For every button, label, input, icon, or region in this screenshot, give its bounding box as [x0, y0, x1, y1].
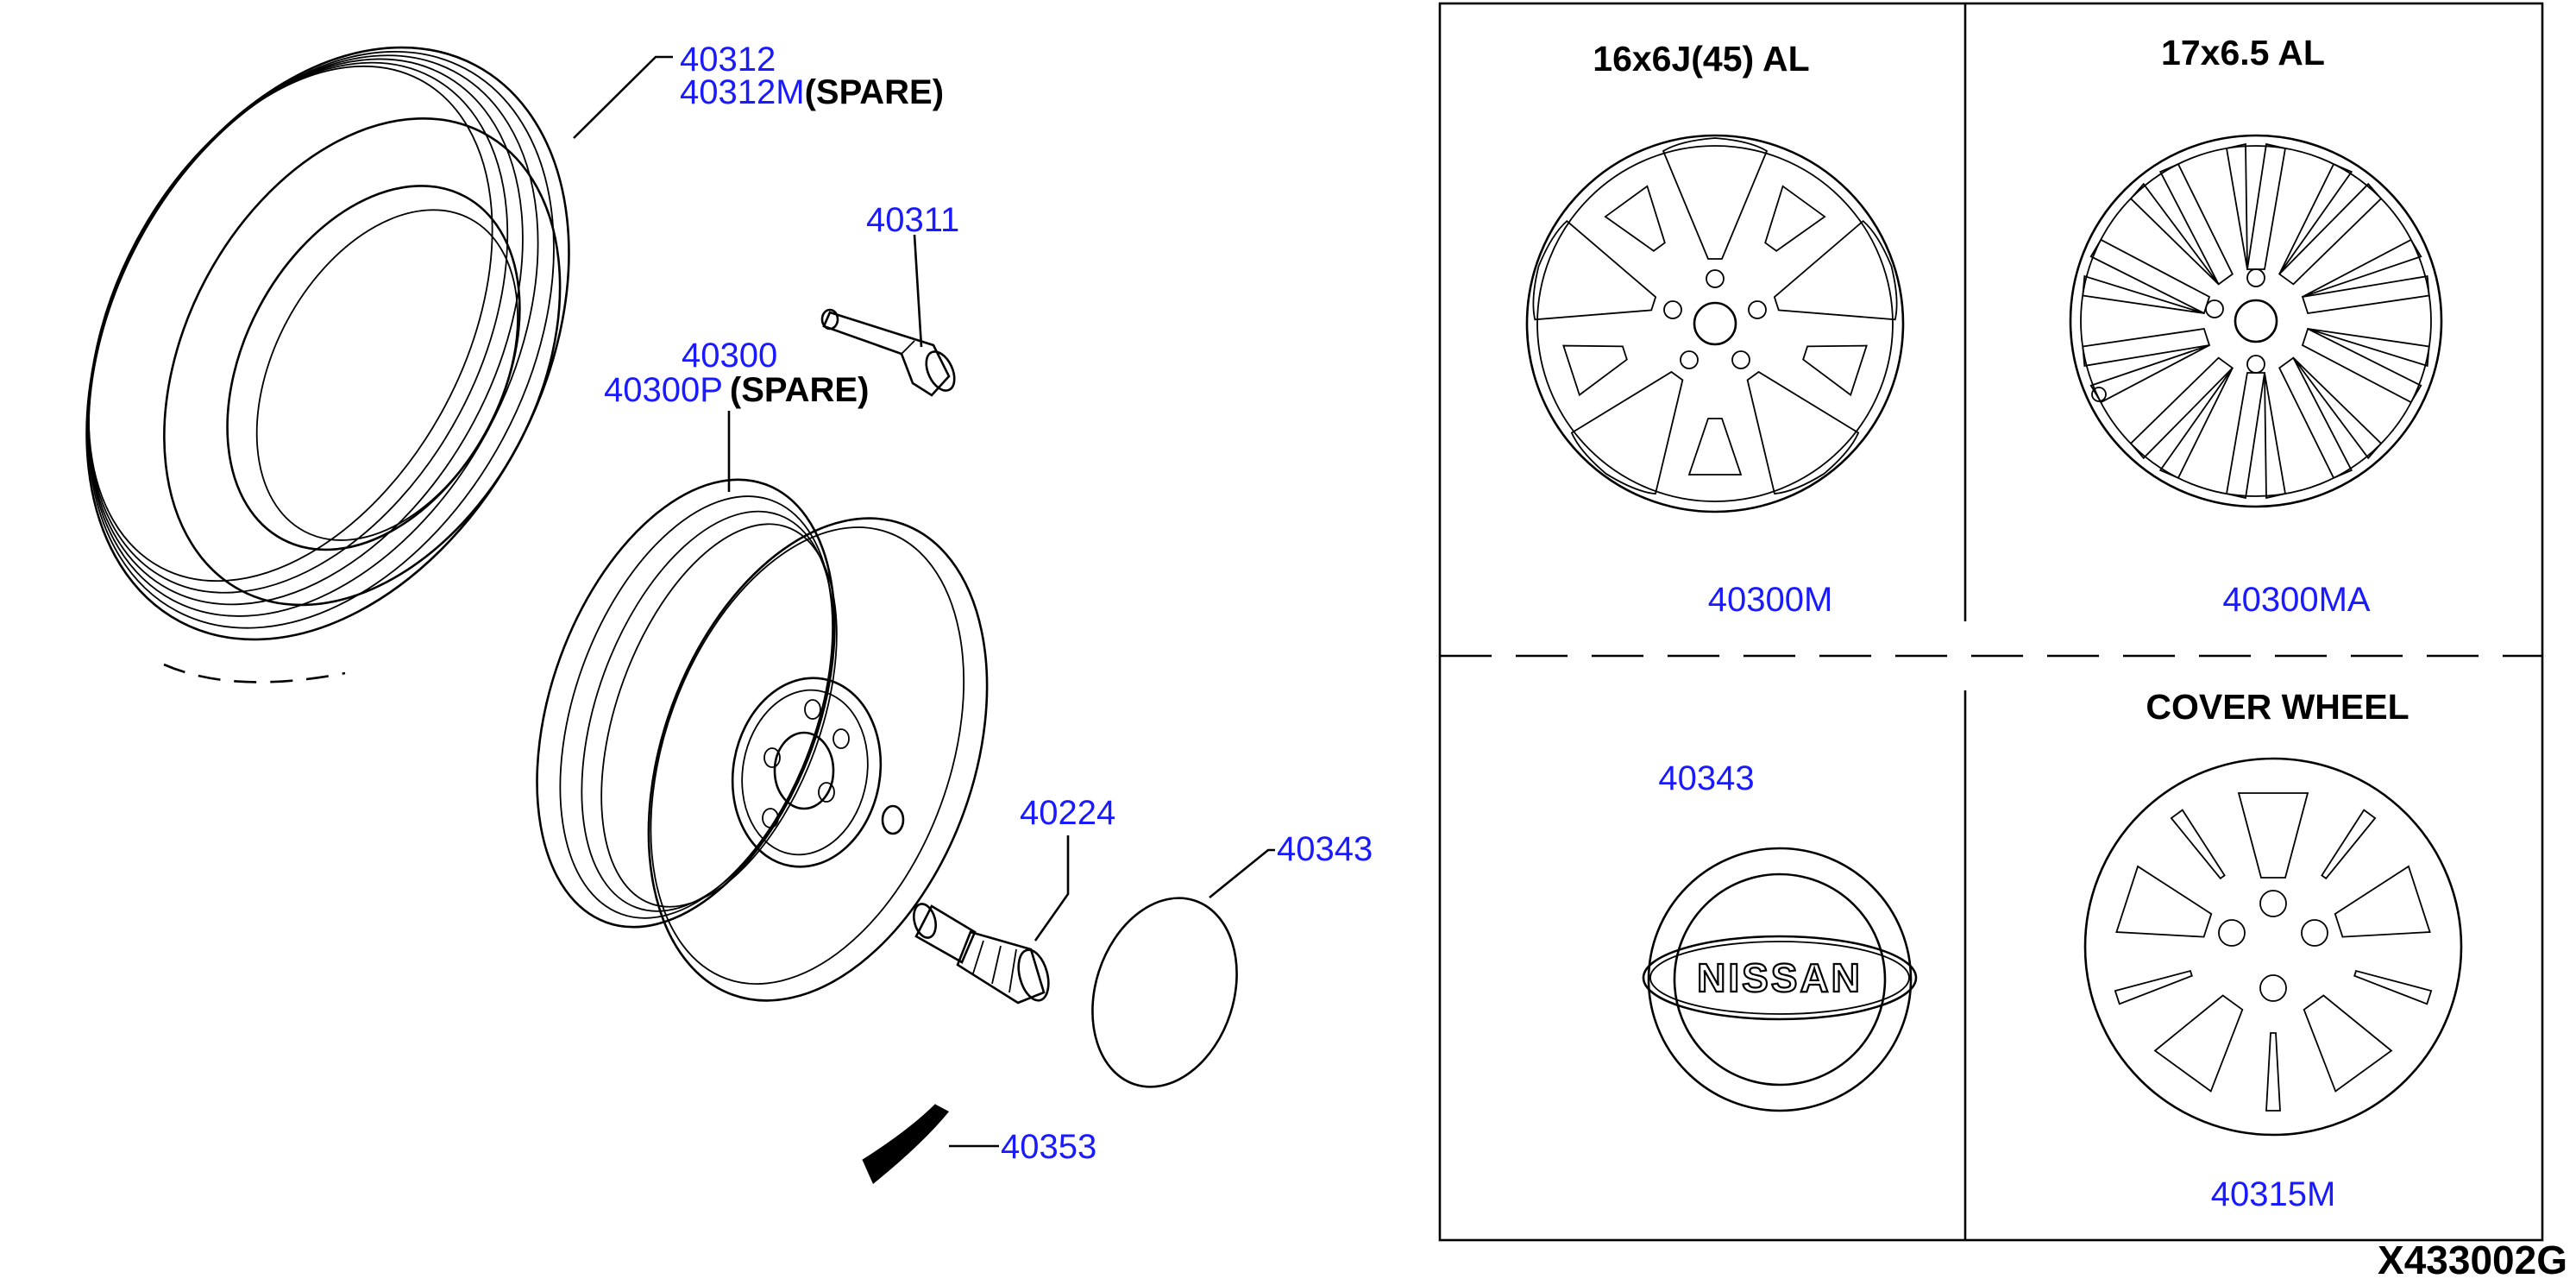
alloy-17-wheel-illustration [2069, 134, 2443, 508]
cap-leader [1209, 848, 1275, 899]
diagram-code: X433002G [2378, 1238, 2567, 1281]
weight-part-number[interactable]: 40353 [1001, 1128, 1096, 1166]
panel-alloy-17-part-number[interactable]: 40300MA [2222, 581, 2371, 619]
valve-illustration [820, 308, 956, 397]
nut-leader [1034, 835, 1070, 942]
alloy-16-wheel-illustration [1522, 134, 1908, 513]
tire-leader [573, 55, 673, 139]
nut-part-number[interactable]: 40224 [1020, 794, 1115, 832]
tire-part-number[interactable]: 40312 [680, 41, 776, 79]
nissan-emblem-illustration: NISSAN [1642, 847, 1918, 1112]
panel-cover-wheel-part-number[interactable]: 40315M [2211, 1175, 2336, 1213]
wheel-nut-illustration [913, 903, 1050, 1005]
valve-part-number[interactable]: 40311 [866, 201, 959, 239]
panel-ornament: 40343 NISSAN [1642, 759, 1918, 1112]
panel-alloy-16-title: 16x6J(45) AL [1593, 39, 1809, 79]
cover-wheel-illustration [2083, 757, 2463, 1137]
tire-hidden-edge [163, 663, 346, 683]
panel-alloy-17-title: 17x6.5 AL [2161, 33, 2325, 72]
panel-alloy-17: 17x6.5 AL 40300MA [2069, 33, 2443, 619]
wheel-illustration [536, 478, 989, 1002]
cap-illustration [1091, 897, 1238, 1088]
wheel-spare-part-number[interactable]: 40300P [604, 371, 723, 409]
panel-alloy-16: 16x6J(45) AL 40300M [1522, 39, 1908, 619]
wheel-spare-note: (SPARE) [730, 371, 869, 409]
tire-spare-label: 40312M(SPARE) [680, 73, 944, 111]
panel-alloy-16-part-number[interactable]: 40300M [1708, 581, 1833, 619]
cap-part-number[interactable]: 40343 [1277, 830, 1373, 868]
variant-panels-frame [1438, 2, 2544, 1242]
tire-illustration [85, 46, 570, 641]
panel-ornament-part-number[interactable]: 40343 [1658, 759, 1754, 797]
valve-leader [913, 234, 923, 348]
panel-cover-wheel-title: COVER WHEEL [2146, 687, 2409, 727]
wheel-part-number[interactable]: 40300 [682, 337, 777, 375]
wheel-spare-label: 40300P(SPARE) [604, 371, 869, 409]
tire-spare-part-number[interactable]: 40312M [680, 73, 805, 111]
tire-spare-note: (SPARE) [805, 73, 944, 111]
balance-weight-illustration [862, 1104, 949, 1184]
panel-cover-wheel: COVER WHEEL 40315M [2083, 687, 2463, 1213]
nissan-emblem-text: NISSAN [1697, 955, 1863, 1000]
